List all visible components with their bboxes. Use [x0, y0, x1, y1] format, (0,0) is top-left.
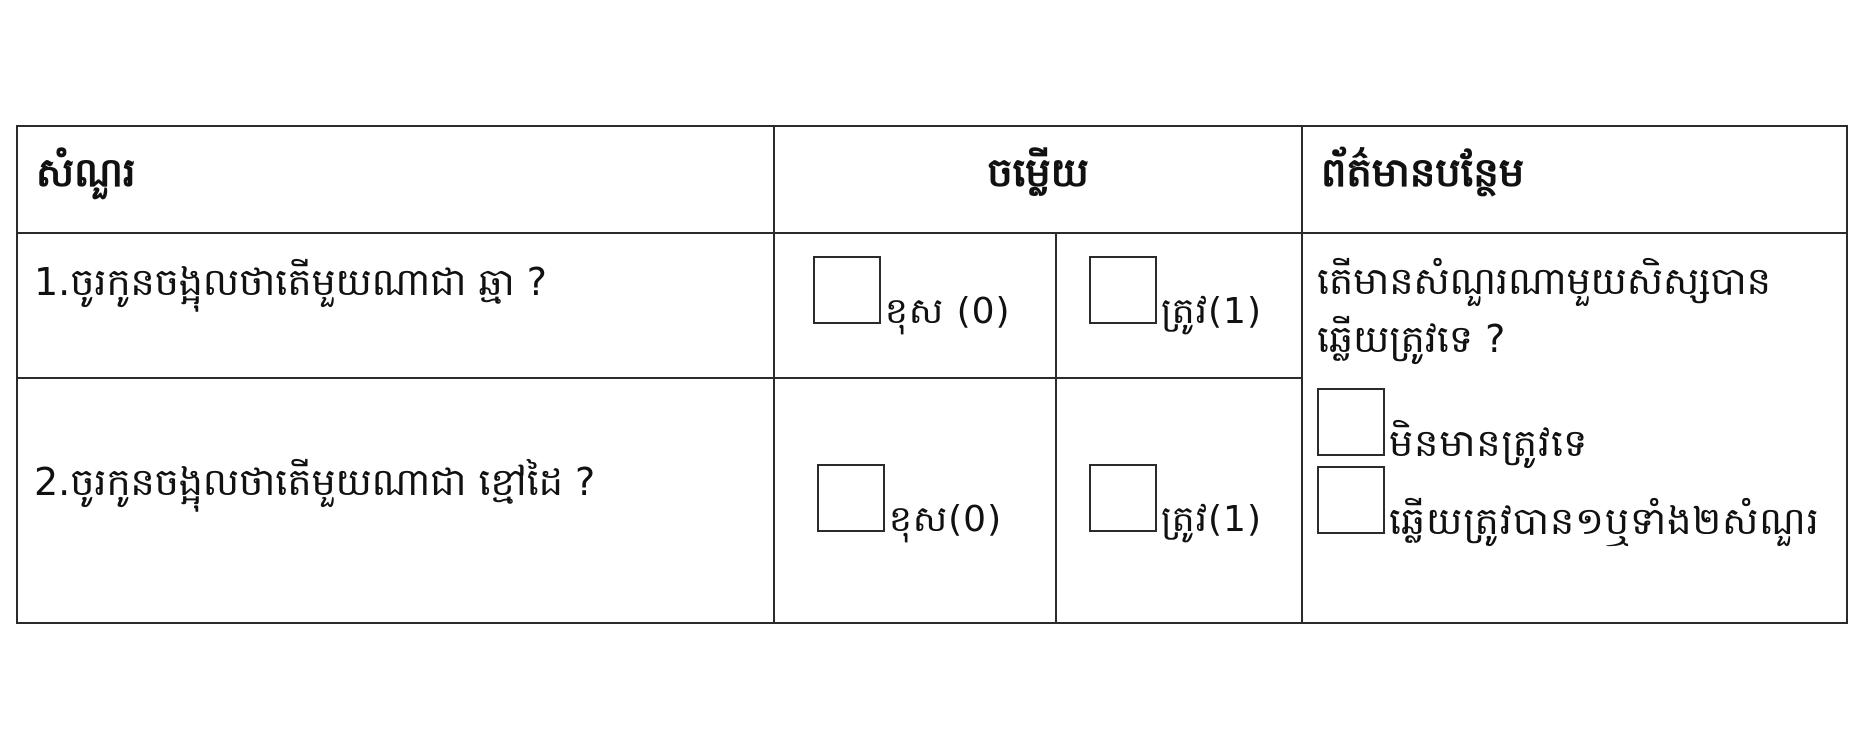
wrong-checkbox[interactable]: [817, 464, 885, 532]
correct-checkbox[interactable]: [1089, 464, 1157, 532]
answer-correct-cell: ត្រូវ(1): [1055, 377, 1303, 624]
none-correct-checkbox[interactable]: [1317, 388, 1385, 456]
header-answer-label: ចម្លើយ: [987, 150, 1089, 196]
wrong-label: ខុស(0): [889, 499, 1003, 540]
some-correct-checkbox[interactable]: [1317, 466, 1385, 534]
info-option-none: មិនមានត្រូវទេ: [1317, 388, 1832, 462]
question-cell: 1.ចូរកូនចង្អុលថាតើមួយណាជា ឆ្មា ?: [16, 232, 775, 379]
assessment-table: សំណួរ ចម្លើយ ព័ត៌មានបន្ថែម 1.ចូរកូនចង្អុ…: [16, 125, 1848, 624]
wrong-label: ខុស (0): [885, 291, 1011, 332]
info-prompt: តើមានសំណួរណាមួយសិស្សបានឆ្លើយត្រូវទេ ?: [1317, 259, 1771, 361]
header-row: សំណួរ ចម្លើយ ព័ត៌មានបន្ថែម: [16, 125, 1848, 234]
table-row: 2.ចូរកូនចង្អុលថាតើមួយណាជា ខ្មៅដៃ ? ខុស(0…: [16, 377, 1847, 624]
correct-checkbox[interactable]: [1089, 256, 1157, 324]
question-text: 1.ចូរកូនចង្អុលថាតើមួយណាជា ឆ្មា ?: [34, 260, 547, 304]
info-option-some: ឆ្លើយត្រូវបាន១ឬទាំង២សំណួរ: [1317, 466, 1832, 540]
correct-option: ត្រូវ(1): [1089, 256, 1262, 330]
header-info: ព័ត៌មានបន្ថែម: [1301, 125, 1848, 234]
answer-correct-cell: ត្រូវ(1): [1055, 232, 1303, 379]
answer-wrong-cell: ខុស(0): [773, 377, 1057, 624]
answer-wrong-cell: ខុស (0): [773, 232, 1057, 379]
wrong-checkbox[interactable]: [813, 256, 881, 324]
wrong-option: ខុស(0): [817, 464, 1002, 538]
correct-option: ត្រូវ(1): [1089, 464, 1262, 538]
correct-label: ត្រូវ(1): [1161, 499, 1262, 540]
question-text: 2.ចូរកូនចង្អុលថាតើមួយណាជា ខ្មៅដៃ ?: [34, 459, 596, 504]
header-question: សំណួរ: [16, 125, 775, 234]
info-cell: តើមានសំណួរណាមួយសិស្សបានឆ្លើយត្រូវទេ ? មិ…: [1301, 232, 1848, 624]
wrong-option: ខុស (0): [813, 256, 1011, 330]
question-cell: 2.ចូរកូនចង្អុលថាតើមួយណាជា ខ្មៅដៃ ?: [16, 377, 775, 624]
table-row: 1.ចូរកូនចង្អុលថាតើមួយណាជា ឆ្មា ? ខុស (0)…: [16, 232, 1848, 624]
info-option-label: ឆ្លើយត្រូវបាន១ឬទាំង២សំណួរ: [1389, 499, 1820, 543]
header-question-label: សំណួរ: [36, 150, 136, 196]
header-info-label: ព័ត៌មានបន្ថែម: [1321, 150, 1525, 196]
header-answer: ចម្លើយ: [773, 125, 1303, 234]
info-option-label: មិនមានត្រូវទេ: [1389, 421, 1589, 465]
correct-label: ត្រូវ(1): [1161, 291, 1262, 332]
info-block: តើមានសំណួរណាមួយសិស្សបានឆ្លើយត្រូវទេ ? មិ…: [1303, 234, 1846, 540]
